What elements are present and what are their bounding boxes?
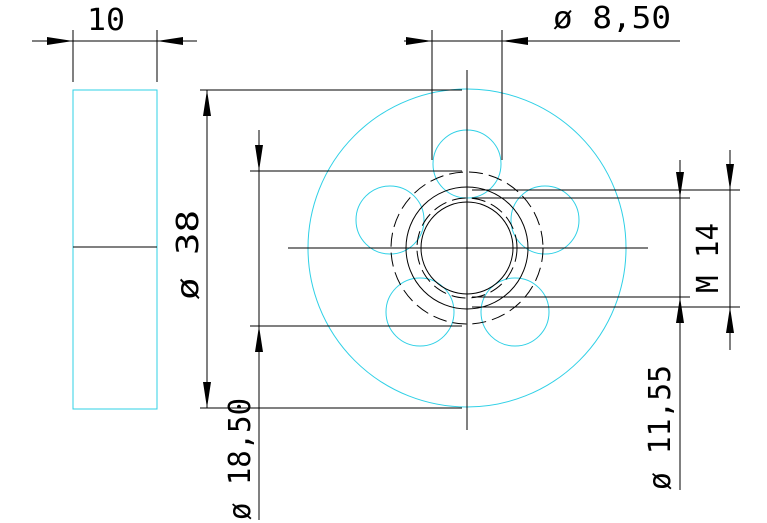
outer-diameter-dimension: ø 38 xyxy=(171,89,462,409)
outer-arrow-top xyxy=(203,90,211,116)
side-view-outline xyxy=(72,89,158,410)
lobe-left xyxy=(355,185,425,255)
minor-arrow-bottom xyxy=(676,297,684,323)
front-view xyxy=(288,70,648,430)
bolt-arrow-bottom xyxy=(255,326,263,352)
thread-label: M 14 xyxy=(691,223,726,293)
lobe-bottom-left xyxy=(385,277,455,347)
side-view: 10 xyxy=(32,3,197,410)
bolt-circle-dimension: ø 18,50 xyxy=(223,130,462,520)
thread-arrow-bottom xyxy=(726,307,734,333)
outer-arrow-bottom xyxy=(203,382,211,408)
lobe-bottom-right xyxy=(480,277,550,347)
hole-diameter-label: ø 8,50 xyxy=(553,1,671,36)
thickness-arrow-right xyxy=(157,37,183,45)
hole-arrow-left xyxy=(406,37,432,45)
hole-arrow-right xyxy=(502,37,528,45)
thickness-label: 10 xyxy=(87,3,125,38)
thread-arrow-top xyxy=(726,164,734,190)
minor-arrow-top xyxy=(676,172,684,198)
hole-diameter-dimension: ø 8,50 xyxy=(404,1,680,160)
bolt-arrow-top xyxy=(255,145,263,171)
thread-dimension: M 14 xyxy=(472,150,740,350)
lobe-right xyxy=(510,185,580,255)
outer-diameter-label: ø 38 xyxy=(171,210,206,300)
thickness-arrow-left xyxy=(47,37,73,45)
minor-diameter-label: ø 11,55 xyxy=(643,365,678,490)
minor-diameter-dimension: ø 11,55 xyxy=(472,160,690,490)
bolt-circle-label: ø 18,50 xyxy=(223,398,258,520)
